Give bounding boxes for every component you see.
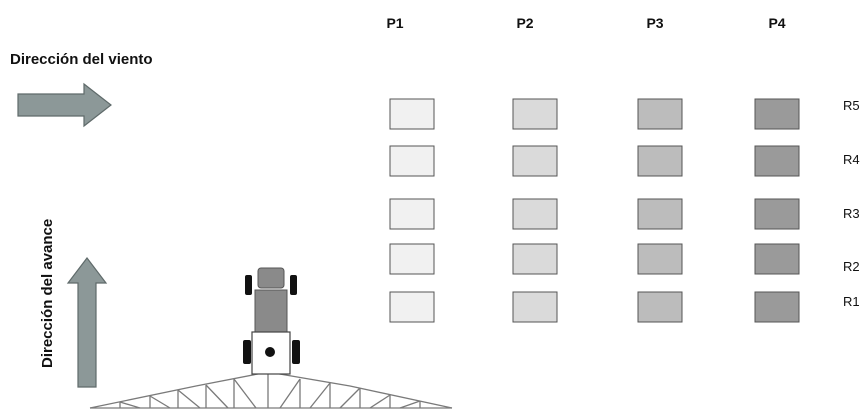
row-label-r1: R1 <box>843 294 860 309</box>
tractor-hood <box>257 267 285 289</box>
front-left-wheel <box>245 275 252 295</box>
tractor-sprayer <box>89 267 453 409</box>
row-label-r5: R5 <box>843 98 860 113</box>
plot-cell-p2-r3 <box>512 198 558 230</box>
plot-cell-p1-r1 <box>389 291 435 323</box>
row-labels: R5 R4 R3 R2 R1 <box>843 98 860 309</box>
plot-cell-p4-r3 <box>754 198 800 230</box>
plot-grid <box>389 98 800 323</box>
tractor-body <box>254 289 288 333</box>
column-header-p2: P2 <box>516 15 533 31</box>
plot-cell-p3-r2 <box>637 243 683 275</box>
plot-cell-p2-r1 <box>512 291 558 323</box>
plot-cell-p1-r5 <box>389 98 435 130</box>
plot-cell-p3-r1 <box>637 291 683 323</box>
plot-cell-p4-r1 <box>754 291 800 323</box>
plot-cell-p2-r5 <box>512 98 558 130</box>
row-label-r2: R2 <box>843 259 860 274</box>
wind-direction-label: Dirección del viento <box>10 51 153 68</box>
plot-cell-p3-r3 <box>637 198 683 230</box>
row-label-r3: R3 <box>843 206 860 221</box>
advance-direction-label: Dirección del avance <box>39 219 56 368</box>
plot-cell-p4-r4 <box>754 145 800 177</box>
tank-nozzle-icon <box>265 347 275 357</box>
front-right-wheel <box>290 275 297 295</box>
sprayer-boom <box>89 371 453 409</box>
column-headers: P1 P2 P3 P4 <box>386 15 785 31</box>
rear-left-wheel <box>243 340 251 364</box>
plot-cell-p1-r4 <box>389 145 435 177</box>
plot-cell-p2-r2 <box>512 243 558 275</box>
plot-cell-p3-r5 <box>637 98 683 130</box>
plot-cell-p4-r2 <box>754 243 800 275</box>
plot-cell-p4-r5 <box>754 98 800 130</box>
column-header-p3: P3 <box>646 15 663 31</box>
plot-cell-p1-r2 <box>389 243 435 275</box>
plot-cell-p2-r4 <box>512 145 558 177</box>
rear-right-wheel <box>292 340 300 364</box>
plot-cell-p1-r3 <box>389 198 435 230</box>
column-header-p4: P4 <box>768 15 785 31</box>
advance-arrow-icon <box>66 257 108 388</box>
plot-cell-p3-r4 <box>637 145 683 177</box>
column-header-p1: P1 <box>386 15 403 31</box>
wind-arrow-icon <box>17 82 112 128</box>
row-label-r4: R4 <box>843 152 860 167</box>
